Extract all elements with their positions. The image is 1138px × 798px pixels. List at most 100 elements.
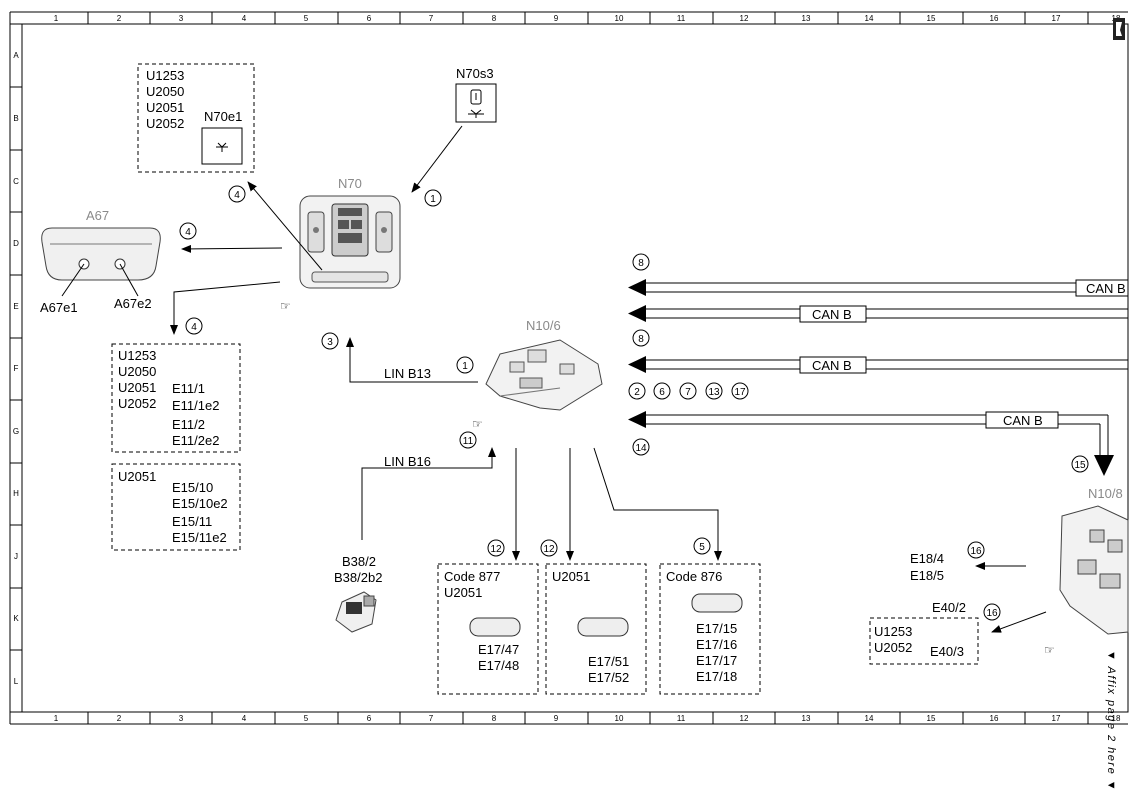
code-label: U2050 bbox=[118, 364, 156, 379]
col-label: 2 bbox=[117, 714, 122, 723]
col-label: 7 bbox=[429, 14, 434, 23]
n10-6-label: N10/6 bbox=[526, 318, 561, 333]
row-label: J bbox=[14, 552, 18, 561]
callout-number: 12 bbox=[543, 544, 555, 555]
n70-module: N70 bbox=[299, 176, 401, 289]
hand-pointer-icon: ☞ bbox=[280, 299, 291, 313]
e18-4-label: E18/4 bbox=[910, 551, 944, 566]
col-label: 1 bbox=[54, 714, 59, 723]
box-e11-group: U1253 U2050 U2051 U2052 E11/1 E11/1e2 E1… bbox=[111, 343, 241, 453]
col-label: 11 bbox=[677, 714, 686, 723]
box-u2051-group: U2051 E17/51 E17/52 bbox=[545, 563, 647, 695]
e40-2-label: E40/2 bbox=[932, 600, 966, 615]
item-label: E17/48 bbox=[478, 658, 519, 673]
item-label: E17/15 bbox=[696, 621, 737, 636]
callout-number: 11 bbox=[463, 436, 474, 447]
box-e40-group: E40/2 U1253 U2052 E40/3 bbox=[869, 600, 979, 665]
row-label: G bbox=[13, 427, 19, 436]
item-label: E15/11e2 bbox=[172, 530, 227, 545]
n10-8-module: N10/8 bbox=[1059, 486, 1129, 635]
item-label: E17/47 bbox=[478, 642, 519, 657]
callout-number: 15 bbox=[1074, 460, 1086, 471]
can-b-labels: CAN B CAN B CAN B CAN B bbox=[799, 279, 1129, 429]
callout-number: 14 bbox=[635, 443, 647, 454]
item-label: E17/16 bbox=[696, 637, 737, 652]
a67-mirror: A67 A67e1 A67e2 bbox=[40, 208, 161, 315]
callout-number: 1 bbox=[462, 361, 468, 372]
item-label: E15/11 bbox=[172, 514, 212, 529]
can-bus-lines bbox=[644, 282, 1128, 455]
n70s3-group: N70s3 bbox=[455, 66, 497, 123]
callout-number: 8 bbox=[638, 334, 644, 345]
row-label: C bbox=[13, 177, 19, 186]
a67-label: A67 bbox=[86, 208, 109, 223]
b38-2-sensor: B38/2 B38/2b2 bbox=[334, 554, 382, 633]
can-b-label: CAN B bbox=[1086, 281, 1126, 296]
col-label: 16 bbox=[990, 14, 999, 23]
row-label: K bbox=[13, 614, 19, 623]
callout-number: 8 bbox=[638, 258, 644, 269]
item-label: E40/3 bbox=[930, 644, 964, 659]
col-label: 15 bbox=[927, 14, 936, 23]
row-label: D bbox=[13, 239, 19, 248]
col-label: 12 bbox=[740, 14, 749, 23]
callout-number: 16 bbox=[986, 608, 998, 619]
code-label: U2051 bbox=[444, 585, 482, 600]
col-label: 10 bbox=[615, 14, 624, 23]
b38-2-label: B38/2 bbox=[342, 554, 376, 569]
n70-label: N70 bbox=[338, 176, 362, 191]
lamp-icon bbox=[691, 593, 743, 613]
col-label: 15 bbox=[927, 714, 936, 723]
grid-rows: A B C D E F G H J K L bbox=[10, 24, 23, 712]
col-label: 9 bbox=[554, 714, 559, 723]
row-label: L bbox=[14, 677, 19, 686]
item-label: E11/2e2 bbox=[172, 433, 219, 448]
code-label: Code 876 bbox=[666, 569, 722, 584]
code-label: U1253 bbox=[118, 348, 156, 363]
code-label: Code 877 bbox=[444, 569, 500, 584]
col-label: 11 bbox=[677, 14, 686, 23]
box-n70e1-group: U1253 U2050 U2051 U2052 N70e1 bbox=[137, 63, 255, 173]
item-label: E17/18 bbox=[696, 669, 737, 684]
col-label: 16 bbox=[990, 714, 999, 723]
callouts bbox=[179, 185, 1089, 621]
item-label: E15/10 bbox=[172, 480, 213, 495]
n10-6-module: N10/6 bbox=[485, 318, 603, 411]
code-label: U2051 bbox=[552, 569, 590, 584]
col-label: 8 bbox=[492, 714, 497, 723]
box-e15-group: U2051 E15/10 E15/10e2 E15/11 E15/11e2 bbox=[111, 463, 241, 551]
callout-number: 12 bbox=[490, 544, 502, 555]
can-b-label: CAN B bbox=[812, 358, 852, 373]
code-label: U2052 bbox=[118, 396, 156, 411]
callout-number: 4 bbox=[234, 190, 240, 201]
item-label: E17/51 bbox=[588, 654, 629, 669]
col-label: 13 bbox=[802, 714, 811, 723]
col-label: 18 bbox=[1112, 714, 1121, 723]
callout-number: 1 bbox=[430, 194, 436, 205]
item-label: E11/2 bbox=[172, 417, 205, 432]
lamp-icon bbox=[577, 617, 629, 637]
item-label: E11/1 bbox=[172, 381, 205, 396]
item-label: E11/1e2 bbox=[172, 398, 219, 413]
col-label: 13 bbox=[802, 14, 811, 23]
row-label: H bbox=[13, 489, 19, 498]
col-label: 17 bbox=[1052, 714, 1061, 723]
col-label: 12 bbox=[740, 714, 749, 723]
col-label: 8 bbox=[492, 14, 497, 23]
n70s3-label: N70s3 bbox=[456, 66, 494, 81]
code-label: U2051 bbox=[118, 380, 156, 395]
n10-8-label: N10/8 bbox=[1088, 486, 1123, 501]
col-label: 4 bbox=[242, 14, 247, 23]
frame bbox=[9, 11, 1129, 725]
col-label: 9 bbox=[554, 14, 559, 23]
hand-pointer-icon: ☞ bbox=[472, 417, 483, 431]
lin-b16-label: LIN B16 bbox=[384, 454, 431, 469]
col-label: 10 bbox=[615, 714, 624, 723]
col-label: 1 bbox=[54, 14, 59, 23]
item-label: E15/10e2 bbox=[172, 496, 228, 511]
callout-number: 6 bbox=[659, 387, 665, 398]
lamp-icon bbox=[469, 617, 521, 637]
hand-pointer-icon: ☞ bbox=[1044, 643, 1055, 657]
row-label: B bbox=[13, 114, 18, 123]
